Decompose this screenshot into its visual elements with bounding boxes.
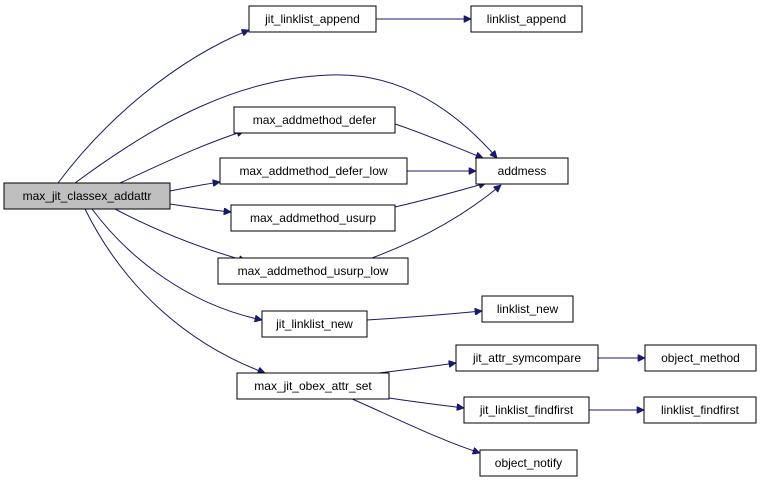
node-jit-linklist-findfirst[interactable]: jit_linklist_findfirst [463, 396, 590, 424]
node-linklist-new[interactable]: linklist_new [481, 295, 574, 323]
node-label: max_addmethod_defer [253, 113, 376, 127]
node-label: jit_linklist_findfirst [479, 403, 574, 417]
node-jit-attr-symcompare[interactable]: jit_attr_symcompare [455, 344, 599, 372]
node-label: linklist_new [497, 302, 559, 316]
node-label: max_addmethod_usurp [250, 211, 376, 225]
node-label: jit_linklist_new [275, 317, 353, 331]
edge-root-to-max-addmethod-defer [119, 131, 244, 184]
edge-max-jit-obex-attr-set-to-jit-linklist-findfirst [388, 397, 464, 408]
node-addmess[interactable]: addmess [475, 157, 569, 185]
node-max-jit-obex-attr-set[interactable]: max_jit_obex_attr_set [236, 372, 390, 400]
node-label: object_method [661, 351, 740, 365]
edge-root-to-max-addmethod-defer-low [169, 182, 220, 192]
node-label: max_addmethod_defer_low [239, 164, 387, 178]
edge-root-to-max-jit-obex-attr-set [84, 208, 265, 373]
node-label: max_jit_classex_addattr [23, 189, 152, 203]
edge-max-addmethod-usurp-low-to-addmess [371, 185, 501, 259]
edge-root-to-jit-linklist-append [57, 30, 249, 184]
node-label: object_notify [495, 456, 562, 470]
nodes: max_jit_classex_addattr jit_linklist_app… [3, 5, 757, 477]
node-max-addmethod-defer[interactable]: max_addmethod_defer [233, 106, 396, 134]
edge-root-to-max-addmethod-usurp [169, 203, 231, 212]
node-label: jit_attr_symcompare [472, 351, 581, 365]
node-max-jit-classex-addattr: max_jit_classex_addattr [3, 182, 171, 210]
node-max-addmethod-defer-low[interactable]: max_addmethod_defer_low [219, 157, 408, 185]
node-label: linklist_append [487, 12, 566, 26]
node-label: max_jit_obex_attr_set [254, 379, 372, 393]
edge-max-addmethod-defer-to-addmess [394, 123, 483, 158]
edges [57, 19, 645, 453]
node-jit-linklist-new[interactable]: jit_linklist_new [261, 310, 368, 338]
node-label: linklist_findfirst [661, 403, 740, 417]
edge-root-to-jit-linklist-new [91, 208, 262, 320]
node-label: addmess [498, 164, 547, 178]
node-label: jit_linklist_append [264, 12, 360, 26]
node-label: max_addmethod_usurp_low [238, 264, 389, 278]
node-max-addmethod-usurp-low[interactable]: max_addmethod_usurp_low [217, 257, 409, 285]
edge-max-jit-obex-attr-set-to-object-notify [349, 397, 480, 453]
edge-root-to-max-addmethod-usurp-low [114, 208, 246, 261]
node-object-method[interactable]: object_method [644, 344, 757, 372]
node-jit-linklist-append[interactable]: jit_linklist_append [248, 5, 377, 33]
node-object-notify[interactable]: object_notify [479, 449, 578, 477]
node-linklist-findfirst[interactable]: linklist_findfirst [643, 396, 757, 424]
edge-jit-linklist-new-to-linklist-new [366, 311, 482, 321]
edge-max-addmethod-usurp-to-addmess [394, 183, 486, 208]
node-max-addmethod-usurp[interactable]: max_addmethod_usurp [230, 204, 396, 232]
node-linklist-append[interactable]: linklist_append [470, 5, 583, 33]
edge-root-to-addmess [74, 74, 497, 184]
